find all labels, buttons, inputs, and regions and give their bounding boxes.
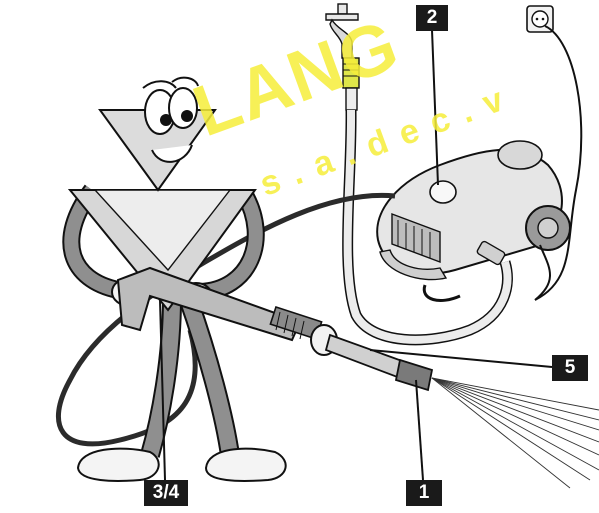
- water-spray: [432, 378, 599, 488]
- callout-label-2: 2: [416, 5, 448, 31]
- callout-label-1: 1: [406, 480, 442, 506]
- spray-nozzle: [396, 360, 432, 390]
- callout-label-5: 5: [552, 355, 588, 381]
- pressure-washer-unit: [377, 141, 570, 300]
- callout-label-3-4: 3/4: [144, 480, 188, 506]
